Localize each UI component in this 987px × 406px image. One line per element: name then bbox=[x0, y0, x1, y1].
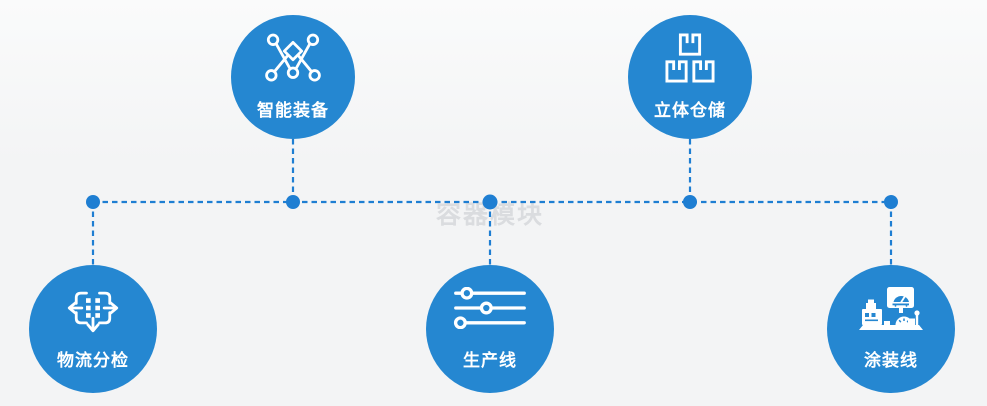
node-logistics-sorting: 物流分检 bbox=[29, 265, 157, 393]
node-smart-equipment: 智能装备 bbox=[231, 15, 355, 139]
node-label: 立体仓储 bbox=[654, 101, 726, 120]
node-label: 生产线 bbox=[463, 351, 517, 370]
junction-dot bbox=[286, 195, 300, 209]
node-coating-line: 涂装线 bbox=[827, 265, 955, 393]
network-nodes-icon bbox=[265, 32, 321, 84]
stacked-boxes-icon bbox=[663, 32, 717, 84]
node-label: 涂装线 bbox=[864, 351, 918, 370]
junction-dot bbox=[683, 195, 697, 209]
node-production-line: 生产线 bbox=[426, 265, 554, 393]
junction-dot bbox=[86, 195, 100, 209]
machine-monitor-icon bbox=[857, 282, 925, 334]
sliders-icon bbox=[453, 282, 527, 334]
sorting-crossroads-icon bbox=[64, 282, 122, 334]
node-stereo-warehouse: 立体仓储 bbox=[628, 15, 752, 139]
node-label: 物流分检 bbox=[57, 351, 129, 370]
node-label: 智能装备 bbox=[257, 101, 329, 120]
junction-dot bbox=[482, 194, 498, 210]
junction-dot bbox=[884, 195, 898, 209]
